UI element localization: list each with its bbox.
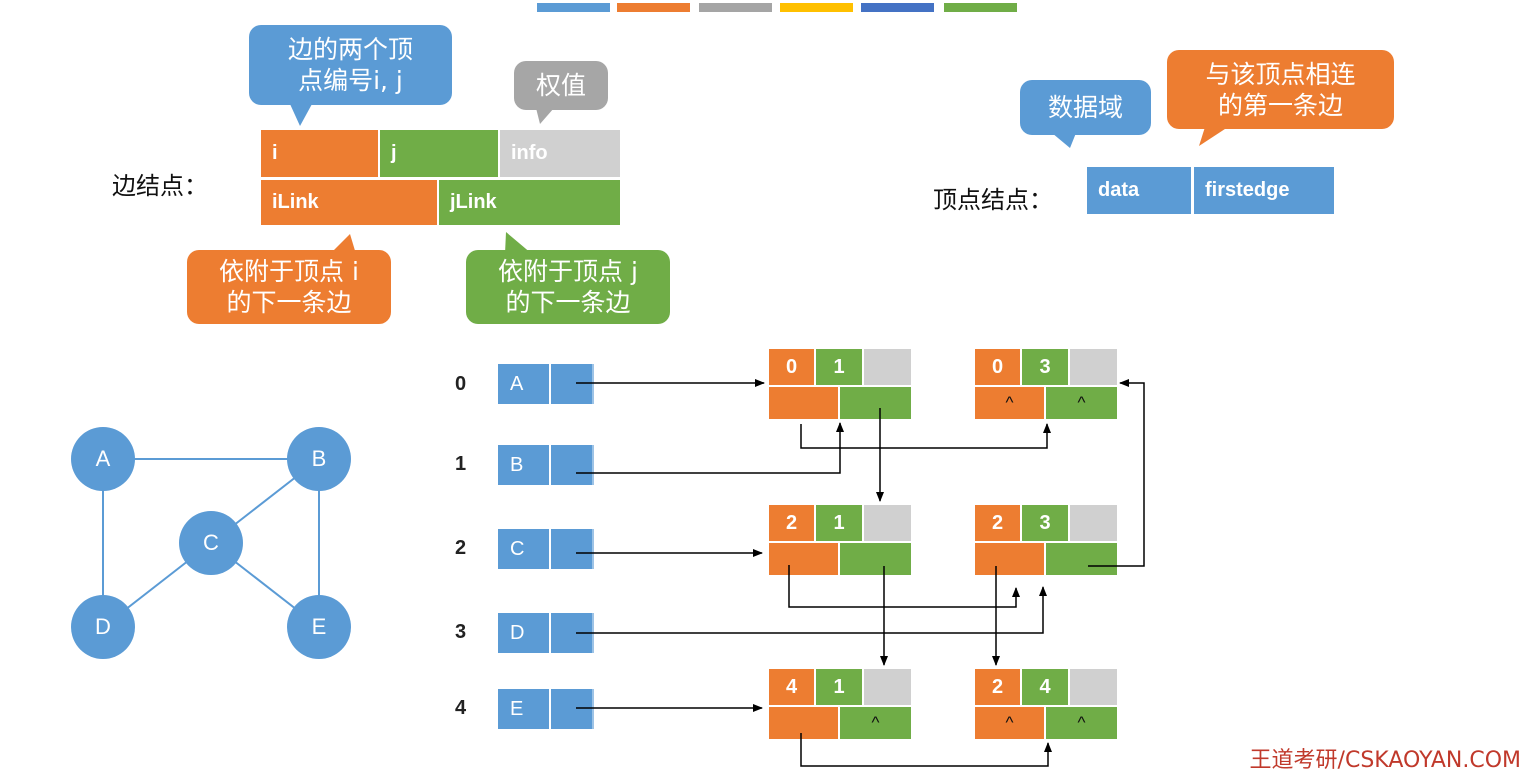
graph-vertex-b: B [287,427,351,491]
field-data: data [1087,167,1191,214]
edge-jlink [840,387,911,419]
edge-i: 4 [769,669,814,705]
field-firstedge: firstedge [1194,167,1334,214]
graph-vertex-d: D [71,595,135,659]
edge-ilink: ^ [975,707,1044,739]
edge-node: 2 3 [975,505,1117,577]
vertex-data: A [498,364,549,404]
vertex-index: 0 [455,373,467,395]
edge-i: 0 [769,349,814,385]
edge-node-label: 边结点： [112,172,208,200]
vertex-index: 4 [455,697,467,719]
graph-vertex-a: A [71,427,135,491]
vertex-array-node: C [498,529,594,569]
graph-vertex-c: C [179,511,243,575]
callout-edge-vertices: 边的两个顶 点编号i, j [249,25,452,105]
edge-info [864,349,911,385]
edge-info [1070,349,1117,385]
vertex-index: 3 [455,621,467,643]
edge-node: 2 1 [769,505,911,577]
vertex-array-node: E [498,689,594,729]
strip-segment [699,3,772,12]
edge-j: 3 [1022,349,1068,385]
edge-j: 3 [1022,505,1068,541]
edge-i: 2 [769,505,814,541]
edge-jlink [840,543,911,575]
edge-j: 1 [816,669,862,705]
edge-jlink: ^ [1046,387,1117,419]
edge-ilink: ^ [975,387,1044,419]
vertex-array-node: B [498,445,594,485]
edge-info [864,505,911,541]
edge-info [864,669,911,705]
vertex-array-node: D [498,613,594,653]
edge-i: 0 [975,349,1020,385]
strip-segment [861,3,934,12]
edge-info [1070,669,1117,705]
strip-segment [617,3,690,12]
field-i: i [261,130,378,177]
edge-jlink: ^ [1046,707,1117,739]
vertex-index: 2 [455,537,467,559]
graph-vertex-e: E [287,595,351,659]
vertex-node-label: 顶点结点： [933,186,1053,214]
edge-info [1070,505,1117,541]
vertex-data: C [498,529,549,569]
edge-node: 0 1 [769,349,911,421]
field-jlink: jLink [439,180,620,225]
edge-ilink [769,387,838,419]
edge-j: 4 [1022,669,1068,705]
vertex-firstedge [551,689,594,729]
callout-data-field: 数据域 [1020,80,1151,135]
field-ilink: iLink [261,180,437,225]
edge-i: 2 [975,505,1020,541]
vertex-data: D [498,613,549,653]
vertex-firstedge [551,364,594,404]
edge-jlink: ^ [840,707,911,739]
edge-ilink [975,543,1044,575]
strip-segment [537,3,610,12]
field-info: info [500,130,620,177]
callout-first-edge: 与该顶点相连 的第一条边 [1167,50,1394,129]
vertex-array-node: A [498,364,594,404]
vertex-index: 1 [455,453,467,475]
vertex-firstedge [551,445,594,485]
edge-j: 1 [816,505,862,541]
callout-weight: 权值 [514,61,608,110]
edge-node: 2 4 ^ ^ [975,669,1117,741]
vertex-data: B [498,445,549,485]
edge-node: 0 3 ^ ^ [975,349,1117,421]
strip-segment [780,3,853,12]
edge-jlink [1046,543,1117,575]
vertex-firstedge [551,529,594,569]
strip-segment [944,3,1017,12]
edge-ilink [769,707,838,739]
edge-j: 1 [816,349,862,385]
edge-i: 2 [975,669,1020,705]
edge-node: 4 1 ^ [769,669,911,741]
vertex-data: E [498,689,549,729]
footer-brand: 王道考研/CSKAOYAN.COM [1249,748,1521,773]
field-j: j [380,130,498,177]
callout-jlink-desc: 依附于顶点 j 的下一条边 [466,250,670,324]
edge-ilink [769,543,838,575]
callout-ilink-desc: 依附于顶点 i 的下一条边 [187,250,391,324]
